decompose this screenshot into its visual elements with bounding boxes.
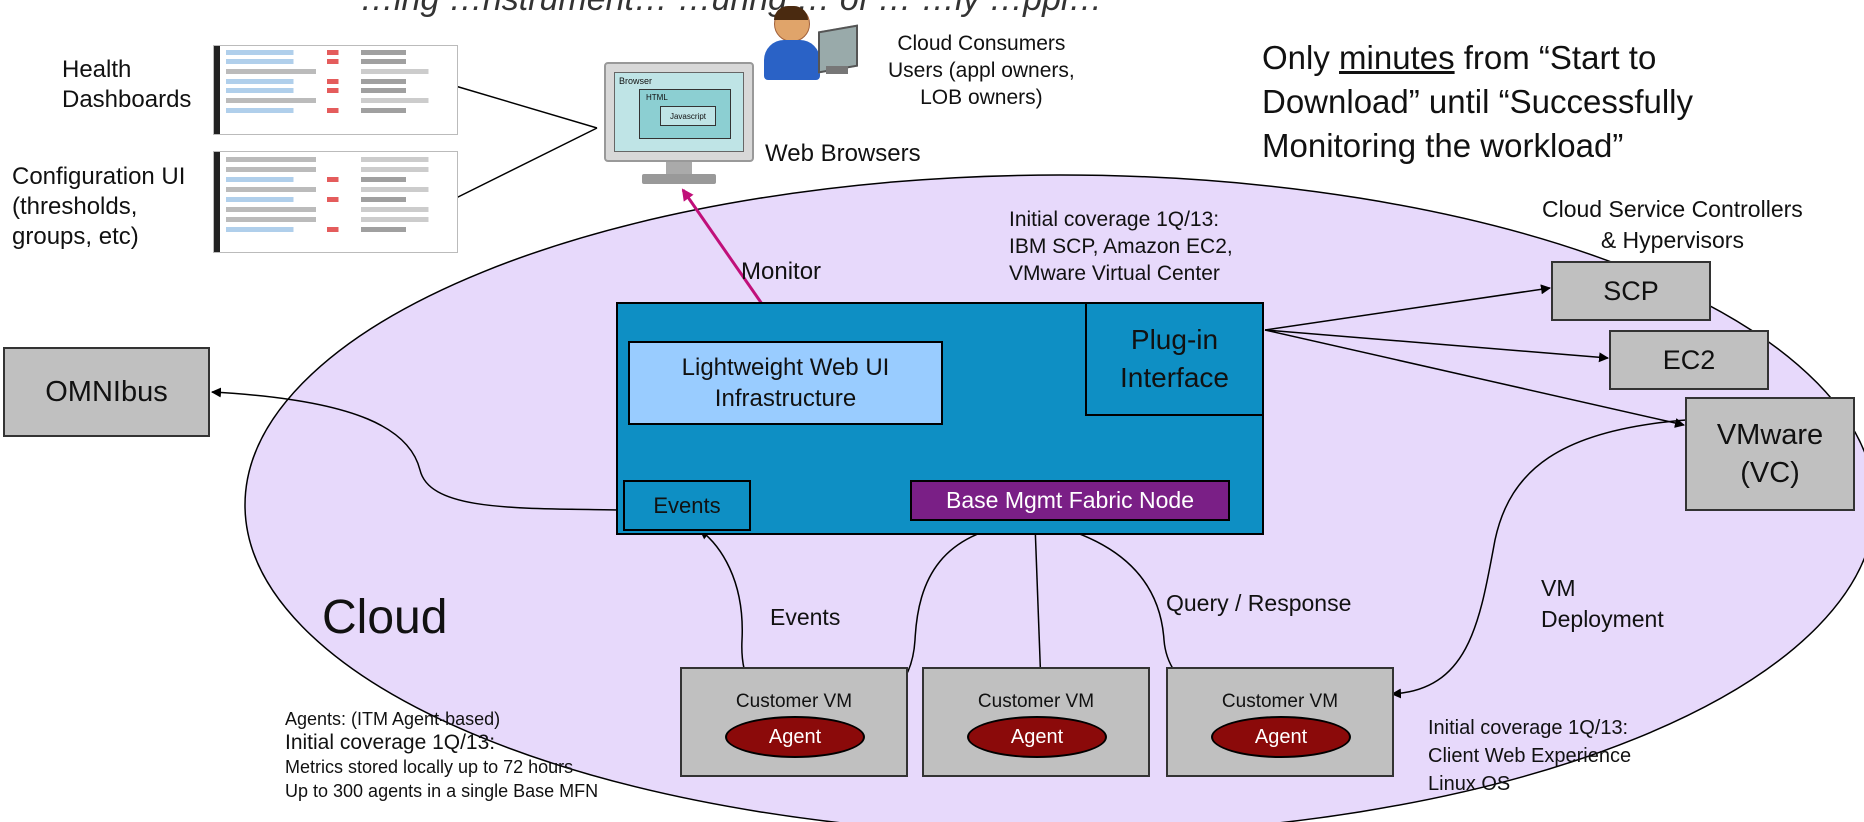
web-browsers-label: Web Browsers — [765, 140, 921, 167]
customer-vm-3: Customer VM Agent — [1166, 667, 1394, 777]
customer-vm-2: Customer VM Agent — [922, 667, 1150, 777]
ec2-box: EC2 — [1609, 330, 1769, 390]
callout-line3: Monitoring the workload” — [1262, 127, 1624, 164]
monitor-icon: Browser HTML Javascript — [604, 62, 754, 187]
events-box: Events — [623, 480, 751, 531]
monitor-screen: Browser HTML Javascript — [614, 72, 744, 152]
vm-deployment-arrow — [1391, 419, 1687, 699]
agents-note: Agents: (ITM Agent-based) Initial covera… — [285, 707, 598, 803]
web-ui-box: Lightweight Web UI Infrastructure — [628, 341, 943, 425]
plugin-to-ec2 — [1264, 329, 1609, 363]
title-fragment: …ing …nstrument… …uring … of … …ly …ppl… — [360, 0, 1103, 19]
agents-note-line4: Up to 300 agents in a single Base MFN — [285, 781, 599, 801]
query-response-label: Query / Response — [1166, 590, 1352, 616]
user-at-computer-icon — [760, 6, 860, 86]
configuration-ui-label: Configuration UI (thresholds, groups, et… — [12, 163, 186, 250]
callout-line1-suffix: from “Start to — [1454, 39, 1657, 76]
config-connector — [451, 127, 598, 201]
plugin-to-scp — [1264, 284, 1551, 331]
screen-javascript-box: Javascript — [660, 106, 716, 126]
plugin-interface-box: Plug-in Interface — [1085, 302, 1264, 416]
plugin-to-vmware — [1264, 329, 1685, 428]
vm-deployment-label: VM Deployment — [1541, 575, 1664, 632]
deployment-callout: Only minutes from “Start to Download” un… — [1262, 36, 1693, 168]
screen-browser-label: Browser — [619, 76, 653, 86]
initial-coverage-agents: Initial coverage 1Q/13: Client Web Exper… — [1428, 717, 1632, 795]
health-dashboards-label: Health Dashboards — [62, 56, 192, 113]
agents-note-line1: Agents: (ITM Agent-based) — [285, 709, 501, 729]
health-dashboard-thumbnail — [214, 46, 457, 134]
callout-minutes: minutes — [1339, 39, 1455, 76]
agents-note-line3: Metrics stored locally up to 72 hours — [285, 757, 574, 777]
cloud-consumers-label: Cloud Consumers Users (appl owners, LOB … — [888, 32, 1075, 109]
config-ui-thumbnail — [214, 152, 457, 252]
events-to-omnibus — [211, 387, 623, 511]
callout-line2: Download” until “Successfully — [1262, 83, 1694, 120]
omnibus-box: OMNIbus — [3, 347, 210, 437]
initial-coverage-controllers: Initial coverage 1Q/13: IBM SCP, Amazon … — [1009, 208, 1233, 285]
scp-box: SCP — [1551, 261, 1711, 321]
controllers-heading: Cloud Service Controllers & Hypervisors — [1542, 196, 1803, 253]
agent-3: Agent — [1211, 716, 1351, 758]
agents-note-line2: Initial coverage 1Q/13: — [285, 731, 496, 754]
customer-vm-1-title: Customer VM — [735, 691, 853, 712]
customer-vm-3-title: Customer VM — [1221, 691, 1339, 712]
callout-line1-prefix: Only — [1262, 39, 1340, 76]
monitor-label: Monitor — [741, 258, 822, 285]
vmware-box: VMware (VC) — [1685, 397, 1855, 511]
base-mgmt-fabric-node-box: Base Mgmt Fabric Node — [910, 480, 1230, 521]
customer-vm-1: Customer VM Agent — [680, 667, 908, 777]
agent-2: Agent — [967, 716, 1107, 758]
cloud-label: Cloud — [322, 591, 448, 644]
customer-vm-2-title: Customer VM — [977, 691, 1095, 712]
events-flow-label: Events — [770, 604, 841, 630]
screen-html-label: HTML — [646, 93, 668, 102]
agent-1: Agent — [725, 716, 865, 758]
dashboard-connector — [451, 84, 598, 129]
